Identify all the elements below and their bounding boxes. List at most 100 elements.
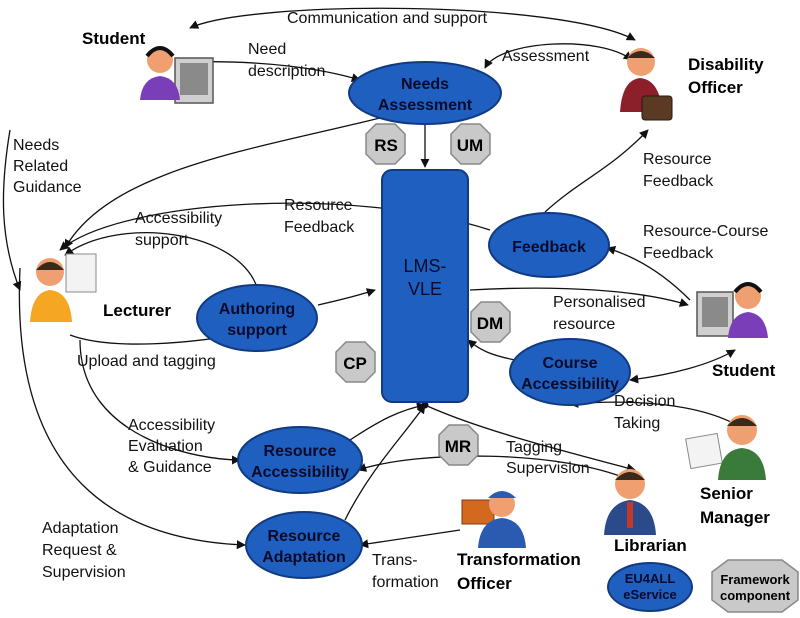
feedback-label: Feedback <box>512 239 586 256</box>
eu4all-eservice-legend: EU4ALL eService <box>607 562 693 612</box>
edge-assessment <box>484 43 633 69</box>
edge-resource-feedback-top <box>544 129 649 213</box>
lecturer-icon <box>30 253 97 322</box>
res-adapt-label-1: Resource <box>268 528 341 545</box>
librarian-actor: Librarian <box>604 469 687 555</box>
um-component: UM <box>450 123 491 165</box>
framework-label-2: component <box>720 588 791 603</box>
course-accessibility-node[interactable]: Course Accessibility <box>509 338 631 406</box>
manager-label: Manager <box>700 508 770 527</box>
edge-communication-support <box>189 7 636 41</box>
transformation-label: Transformation <box>457 550 581 569</box>
cp-component: CP <box>335 341 376 383</box>
lms-vle-node[interactable]: LMS- VLE <box>381 169 469 403</box>
resource-adaptation-node[interactable]: Resource Adaptation <box>245 511 363 579</box>
dm-label: DM <box>477 314 503 333</box>
student-icon <box>140 46 214 104</box>
edge-resource-course-feedback <box>606 246 691 301</box>
officer-label: Officer <box>688 78 743 97</box>
authoring-support-node[interactable]: Authoring support <box>196 284 318 352</box>
label-need: Need <box>248 41 286 58</box>
disability-label: Disability <box>688 55 764 74</box>
librarian-icon <box>604 469 656 535</box>
um-label: UM <box>457 136 483 155</box>
edge-labels: Communication and support Need descripti… <box>13 10 768 591</box>
student-top-actor: Student <box>82 29 214 104</box>
student-right-label: Student <box>712 361 776 380</box>
senior-label: Senior <box>700 484 753 503</box>
label-resource: resource <box>553 316 615 333</box>
worker-icon <box>461 491 526 548</box>
label-rc-feedback: Feedback <box>643 245 714 262</box>
officer-icon <box>620 48 673 121</box>
edge-adaptation-request <box>18 267 246 550</box>
eu4all-label-1: EU4ALL <box>625 571 676 586</box>
label-needs: Needs <box>13 137 59 154</box>
cp-label: CP <box>343 354 367 373</box>
label-supervision: Supervision <box>506 460 590 477</box>
edge-librarian-to-resacc <box>357 455 631 481</box>
transformation-officer-label: Officer <box>457 574 512 593</box>
label-resource-feedback-mid-1: Resource <box>284 197 353 214</box>
lecturer-label: Lecturer <box>103 301 171 320</box>
label-related: Related <box>13 158 68 175</box>
label-accessibility: Accessibility <box>135 210 222 227</box>
label-support: support <box>135 232 189 249</box>
librarian-label: Librarian <box>614 536 687 555</box>
course-access-label-1: Course <box>542 355 597 372</box>
lms-label-2: VLE <box>408 279 442 299</box>
label-formation: formation <box>372 574 439 591</box>
transformation-officer-actor: Transformation Officer <box>457 491 581 593</box>
student-top-label: Student <box>82 29 146 48</box>
framework-label-1: Framework <box>720 572 790 587</box>
edge-authoring-to-lms <box>317 288 376 306</box>
edge-tagging-supervision <box>424 404 636 473</box>
res-access-label-2: Accessibility <box>251 464 349 481</box>
mr-component: MR <box>438 424 479 466</box>
label-acc-eval-3: & Guidance <box>128 459 212 476</box>
label-request: Request & <box>42 542 117 559</box>
edge-resacc-to-lms <box>349 402 426 441</box>
label-acc-eval-1: Accessibility <box>128 417 215 434</box>
label-trans: Trans- <box>372 552 418 569</box>
manager-icon <box>685 415 766 480</box>
lms-label-1: LMS- <box>403 256 446 276</box>
edge-accessibility-support <box>64 232 259 291</box>
needs-assessment-label-1: Needs <box>401 76 449 93</box>
feedback-node[interactable]: Feedback <box>488 212 610 278</box>
edge-transformation <box>359 529 461 549</box>
label-personalised: Personalised <box>553 294 646 311</box>
mr-label: MR <box>445 437 471 456</box>
label-resource-feedback-top-2: Feedback <box>643 173 714 190</box>
label-acc-eval-2: Evaluation <box>128 438 203 455</box>
junction-dot <box>421 401 429 409</box>
course-access-label-2: Accessibility <box>521 376 619 393</box>
eu4all-label-2: eService <box>623 587 677 602</box>
framework-component-legend: Framework component <box>711 559 799 613</box>
label-resource-feedback-top-1: Resource <box>643 151 712 168</box>
res-adapt-label-2: Adaptation <box>262 549 346 566</box>
authoring-label-2: support <box>227 322 287 339</box>
label-assessment: Assessment <box>502 48 590 65</box>
edge-course-access-student <box>629 349 736 384</box>
label-tagging: Tagging <box>506 439 562 456</box>
label-description: description <box>248 63 325 80</box>
label-resource-feedback-mid-2: Feedback <box>284 219 355 236</box>
label-resource-course: Resource-Course <box>643 223 768 240</box>
resource-accessibility-node[interactable]: Resource Accessibility <box>237 426 363 494</box>
edge-course-to-lms <box>467 339 516 361</box>
label-adapt-supervision: Supervision <box>42 564 126 581</box>
label-adaptation: Adaptation <box>42 520 119 537</box>
needs-assessment-node[interactable]: Needs Assessment <box>348 61 502 125</box>
edges <box>2 7 746 550</box>
authoring-label-1: Authoring <box>219 301 295 318</box>
needs-assessment-label-2: Assessment <box>378 97 473 114</box>
rs-label: RS <box>374 136 398 155</box>
lecturer-actor: Lecturer <box>30 253 171 322</box>
senior-manager-actor: Senior Manager <box>685 415 770 527</box>
dm-component: DM <box>470 301 511 343</box>
edge-needs-related-guidance <box>64 117 381 249</box>
res-access-label-1: Resource <box>264 443 337 460</box>
